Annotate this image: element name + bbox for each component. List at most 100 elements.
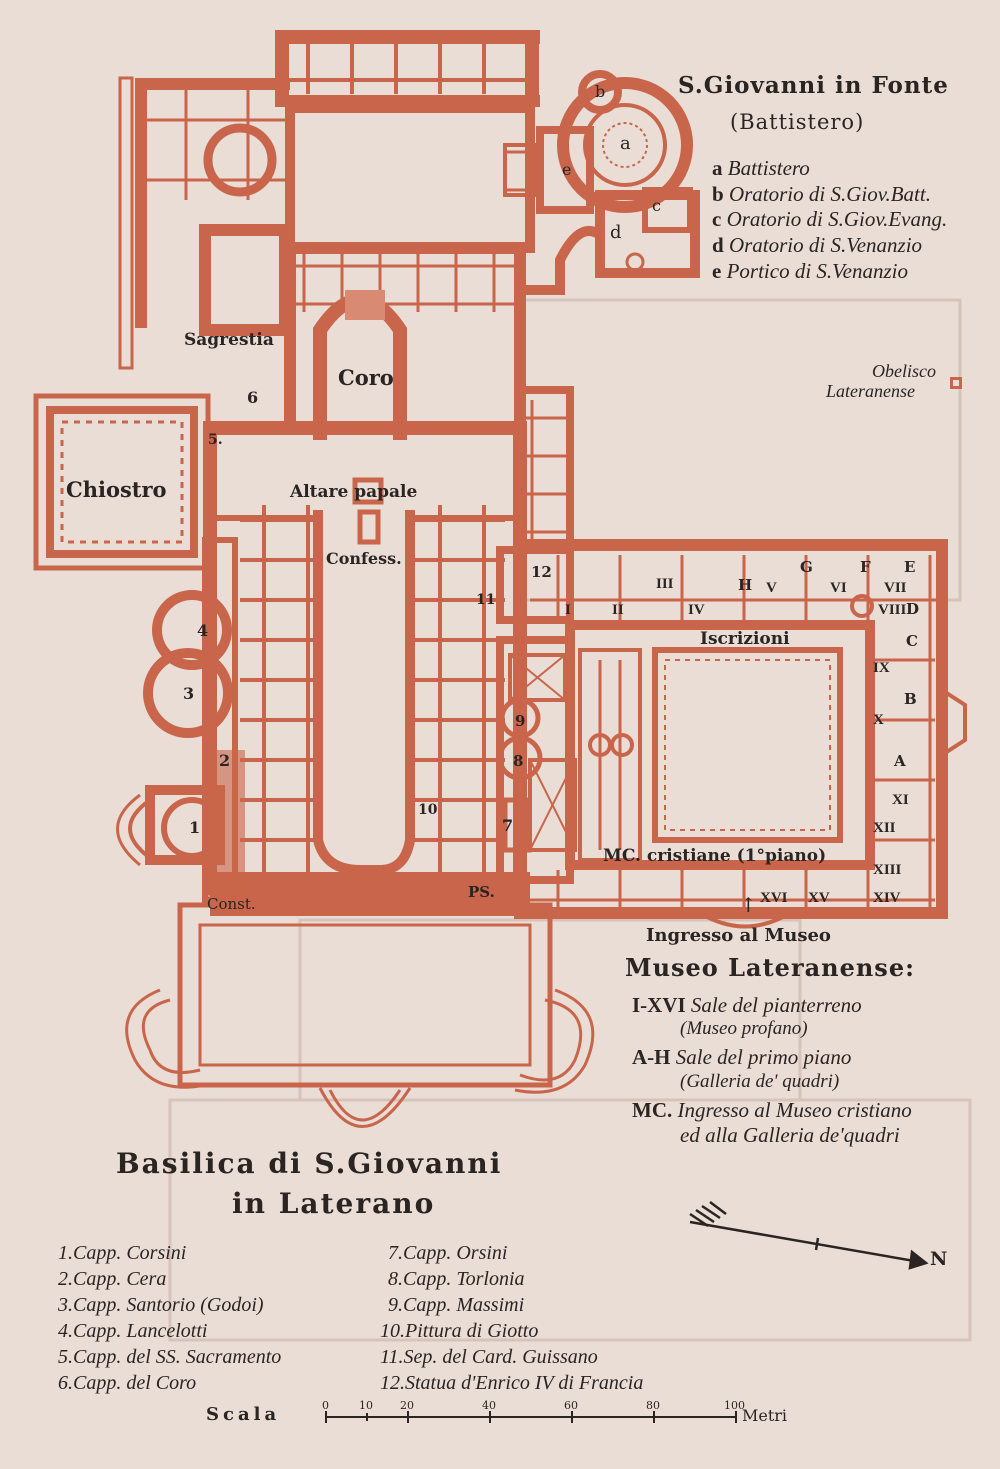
num-5: 5. [208,432,223,448]
chapel-item: 12.Statua d'Enrico IV di Francia [380,1372,644,1394]
legend-text: Oratorio di S.Venanzio [728,233,923,257]
room-VI: VI [830,580,847,596]
map-title-line2: in Laterano [232,1187,436,1220]
legend-key: d [712,233,724,257]
chapel-item: 9.Capp. Massimi [388,1294,525,1316]
letter-d: d [610,222,622,243]
museo-row: (Galleria de' quadri) [680,1071,839,1093]
room-A: A [894,752,906,770]
room-G: G [800,558,813,576]
num-4: 4 [197,621,209,640]
museo-row: ed alla Galleria de'quadri [680,1123,900,1148]
museo-key: I-XVI [632,993,686,1017]
room-VIII: VIII [878,602,907,618]
label-confess: Confess. [326,549,402,568]
chapel-item: 8.Capp. Torlonia [388,1268,525,1290]
chapel-item: 3.Capp. Santorio (Godoi) [58,1294,264,1316]
map-title-line1: Basilica di S.Giovanni [116,1147,503,1180]
museum-walls [514,539,948,919]
museo-text: Sale del pianterreno [690,993,862,1017]
num-9: 9 [515,712,526,730]
room-E: E [904,558,916,576]
room-H: H [738,576,753,594]
room-II: II [612,602,624,618]
room-F: F [860,558,871,576]
room-VII: VII [884,580,907,596]
baptistery-subtitle: (Battistero) [730,110,865,134]
num-7: 7 [502,816,514,835]
label-const: Const. [207,895,256,913]
chapel-item: 10.Pittura di Giotto [380,1320,539,1342]
chapel-item: 2.Capp. Cera [58,1268,167,1290]
room-XII: XII [873,820,896,836]
scale-tick: 20 [400,1399,414,1412]
museo-row: A-H Sale del primo piano [632,1045,851,1070]
label-chiostro: Chiostro [66,477,167,502]
label-sagrestia: Sagrestia [184,330,274,350]
num-1: 1 [189,818,201,837]
num-8: 8 [513,752,524,770]
museo-row: (Museo profano) [680,1018,808,1040]
scale-bar [325,1411,737,1423]
obelisk-label-line2: Lateranense [826,381,915,401]
scale-tick: 80 [646,1399,660,1412]
num-11: 11 [476,592,496,608]
room-XV: XV [808,890,830,906]
scale-tick: 60 [564,1399,578,1412]
scale-label: Scala [206,1404,281,1425]
num-2: 2 [219,751,231,770]
legend-key: a [712,156,723,180]
letter-c: c [652,196,661,215]
scale-tick: 40 [482,1399,496,1412]
label-altare: Altare papale [290,482,418,502]
obelisk-label-line1: Obelisco [872,361,936,381]
scale-tick: 10 [359,1399,373,1412]
legend-key: b [712,182,724,206]
chapel-item: 11.Sep. del Card. Guissano [380,1346,598,1368]
legend-item-a: a Battistero [712,156,810,181]
museo-text: (Galleria de' quadri) [680,1071,840,1092]
chapel-item: 7.Capp. Orsini [388,1242,508,1264]
legend-text: Oratorio di S.Giov.Batt. [728,182,931,206]
scale-tick: 100 [724,1399,745,1412]
room-I: I [565,602,571,618]
baptistery-plan [536,70,700,278]
letter-b: b [595,82,606,101]
chapel-item: 6.Capp. del Coro [58,1372,197,1394]
museo-text: (Museo profano) [680,1018,808,1039]
entrance-arrow-icon: ↑ [740,893,757,917]
num-6: 6 [247,388,259,407]
legend-text: Oratorio di S.Giov.Evang. [726,207,948,231]
room-C: C [906,632,918,650]
num-3: 3 [183,684,195,703]
legend-key: c [712,207,722,231]
chapel-item: 1.Capp. Corsini [58,1242,187,1264]
room-XIV: XIV [873,890,901,906]
room-V: V [766,580,777,596]
chapel-item: 4.Capp. Lancelotti [58,1320,208,1342]
museo-text: Ingresso al Museo cristiano [677,1098,912,1122]
museo-text: Sale del primo piano [675,1045,852,1069]
room-X: X [873,712,884,728]
letter-e: e [562,160,572,179]
scale-unit: Metri [742,1406,788,1425]
north-label: N [930,1248,948,1270]
baptistery-title: S.Giovanni in Fonte [678,72,949,99]
legend-key: e [712,259,722,283]
scale-tick: 0 [322,1399,329,1412]
letter-a: a [620,133,631,154]
room-XIII: XIII [873,862,902,878]
legend-text: Portico di S.Venanzio [726,259,908,283]
museo-key: A-H [632,1045,671,1069]
legend-item-b: b Oratorio di S.Giov.Batt. [712,182,931,207]
room-III: III [656,576,674,592]
legend-text: Battistero [727,156,810,180]
num-12: 12 [531,563,552,581]
room-XI: XI [892,792,909,808]
room-IV: IV [688,602,705,618]
room-B: B [904,690,917,708]
num-10: 10 [418,802,438,818]
chiostro-walls [33,393,211,571]
room-D: D [906,600,920,618]
